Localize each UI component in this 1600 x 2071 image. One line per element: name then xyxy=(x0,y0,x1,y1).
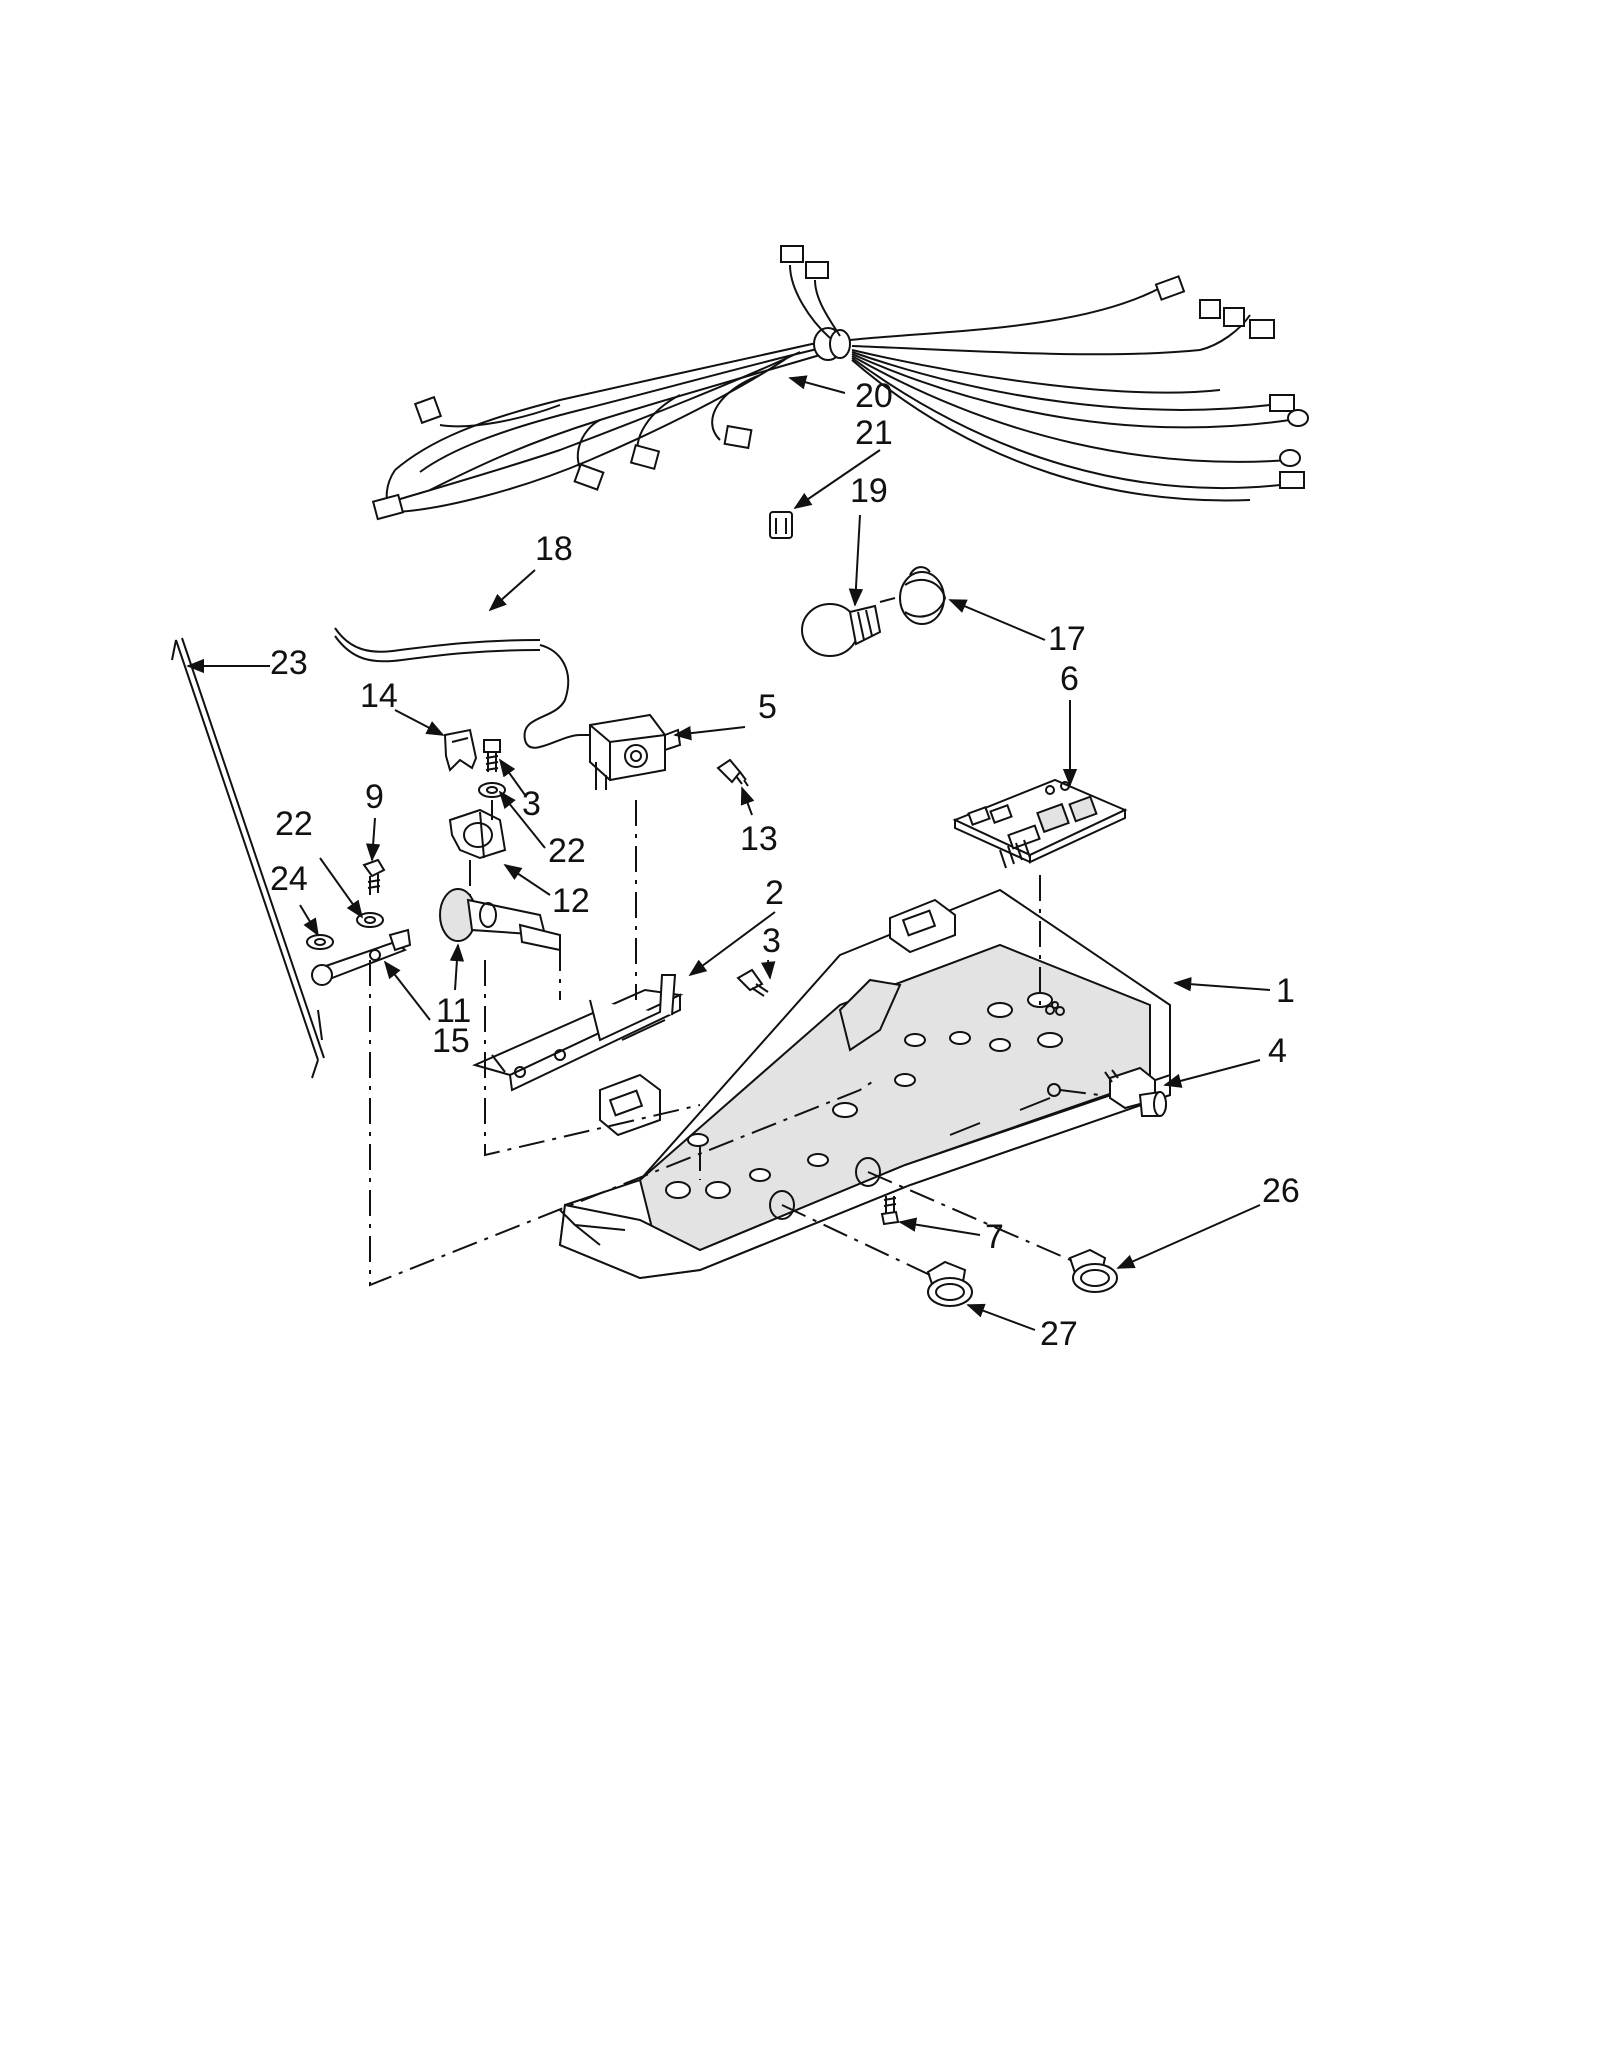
callout-12: 12 xyxy=(552,882,590,920)
callout-6: 6 xyxy=(1060,660,1079,698)
callout-11: 11 xyxy=(436,992,471,1030)
callout-20: 20 xyxy=(855,377,893,415)
callout-3-lower: 3 xyxy=(762,922,781,960)
mounting-plate-part-2 xyxy=(472,974,684,1092)
washer-part-22-upper xyxy=(478,782,506,798)
lamp-bulb-part-19 xyxy=(801,603,882,657)
callout-26: 26 xyxy=(1262,1172,1300,1210)
callout-9: 9 xyxy=(365,778,384,816)
callout-17: 17 xyxy=(1048,620,1086,658)
washer-part-22-left xyxy=(356,912,384,928)
valve-part-5 xyxy=(523,644,682,790)
callout-labels: 1 2 3 3 4 5 6 7 9 11 12 13 14 15 17 18 1… xyxy=(270,377,1300,1353)
knob-part-11 xyxy=(439,888,561,952)
screw-part-7 xyxy=(880,1196,900,1226)
callout-21: 21 xyxy=(855,414,893,452)
switch-part-4 xyxy=(1104,1066,1167,1117)
callout-23: 23 xyxy=(270,644,308,682)
callout-7: 7 xyxy=(985,1218,1004,1256)
callout-27: 27 xyxy=(1040,1315,1078,1353)
callout-22-left: 22 xyxy=(275,805,313,843)
rod-part-23 xyxy=(171,637,325,1079)
callout-15: 15 xyxy=(432,1022,470,1060)
tube-part-18 xyxy=(334,627,541,663)
screw-part-13 xyxy=(716,758,749,787)
clip-part-21 xyxy=(769,511,793,539)
wire-harness-part-20 xyxy=(371,245,1309,521)
callout-arrows xyxy=(186,375,1271,1331)
screw-part-3-upper xyxy=(483,739,501,772)
control-board-part-6 xyxy=(952,778,1128,869)
callout-5: 5 xyxy=(758,688,777,726)
lamp-socket-part-17 xyxy=(879,566,947,625)
callout-13: 13 xyxy=(740,820,778,858)
control-housing-part-1 xyxy=(558,888,1171,1280)
button-part-27 xyxy=(926,1260,973,1307)
callout-24: 24 xyxy=(270,860,308,898)
alignment-lines xyxy=(369,800,1109,1287)
callout-3-upper: 3 xyxy=(522,785,541,823)
callout-14: 14 xyxy=(360,677,398,715)
screw-part-3-lower xyxy=(736,968,769,997)
callout-18: 18 xyxy=(535,530,573,568)
callout-22-upper: 22 xyxy=(548,832,586,870)
washer-part-24 xyxy=(306,934,334,950)
callout-4: 4 xyxy=(1268,1032,1287,1070)
button-part-26 xyxy=(1068,1248,1118,1293)
callout-1: 1 xyxy=(1276,972,1295,1010)
callout-2: 2 xyxy=(765,874,784,912)
bracket-part-12 xyxy=(448,808,507,860)
screw-part-9 xyxy=(362,858,386,895)
clip-part-14 xyxy=(443,728,478,772)
lever-part-15 xyxy=(311,928,412,986)
callout-19: 19 xyxy=(850,472,888,510)
